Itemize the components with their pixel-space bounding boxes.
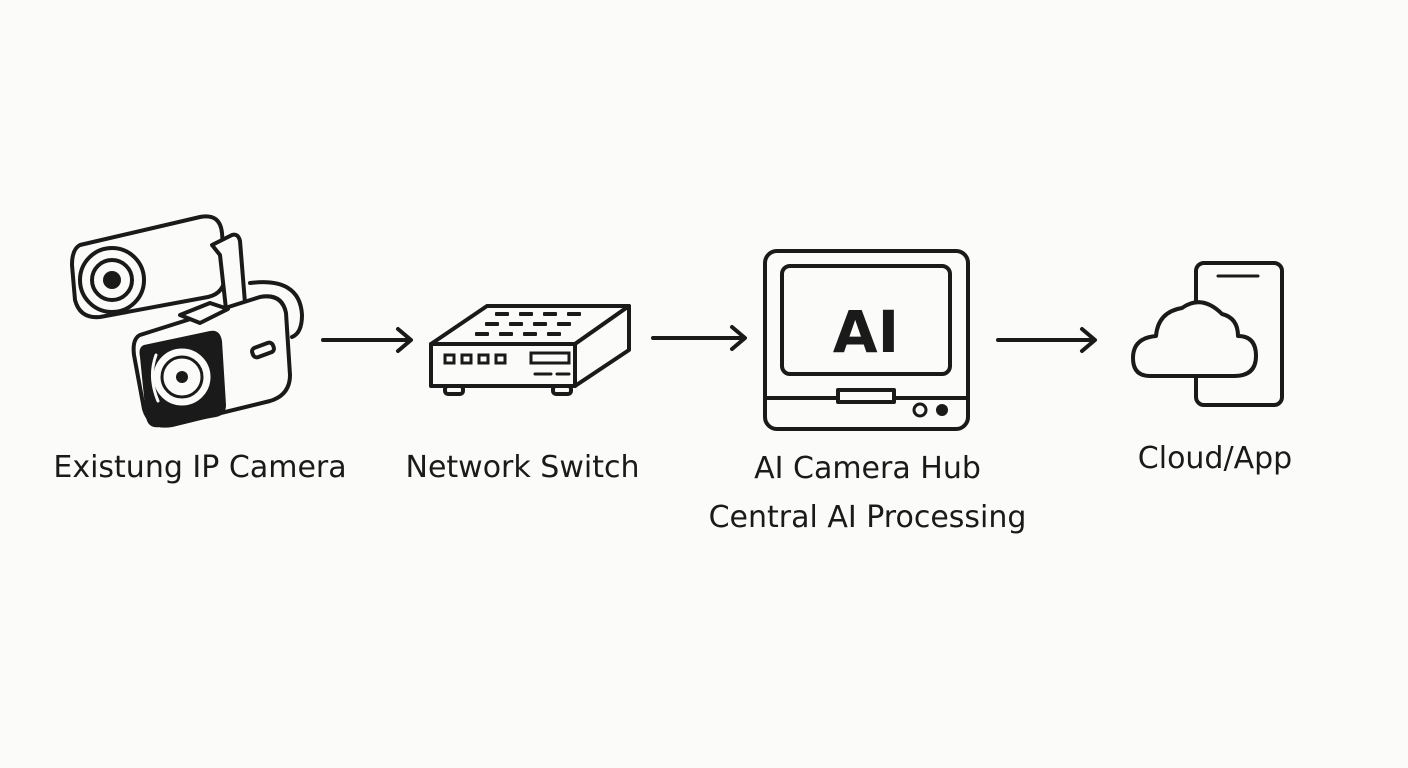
cctv-camera-icon <box>70 214 304 428</box>
hub-label-line1: AI Camera Hub <box>754 451 981 486</box>
arrow-right-icon <box>651 325 747 351</box>
arrow-right-icon <box>321 327 413 353</box>
cloud-label: Cloud/App <box>1137 441 1293 476</box>
camera-label: Existung IP Camera <box>53 450 347 485</box>
cloud-phone-icon <box>1131 261 1284 407</box>
switch-label: Network Switch <box>405 450 640 485</box>
arrow-right-icon <box>996 327 1097 353</box>
hub-label-line2: Central AI Processing <box>708 500 1027 535</box>
screen-ai-text: AI <box>833 298 899 366</box>
network-switch-icon <box>429 304 631 396</box>
ai-hub-monitor-icon: AI <box>763 249 970 431</box>
